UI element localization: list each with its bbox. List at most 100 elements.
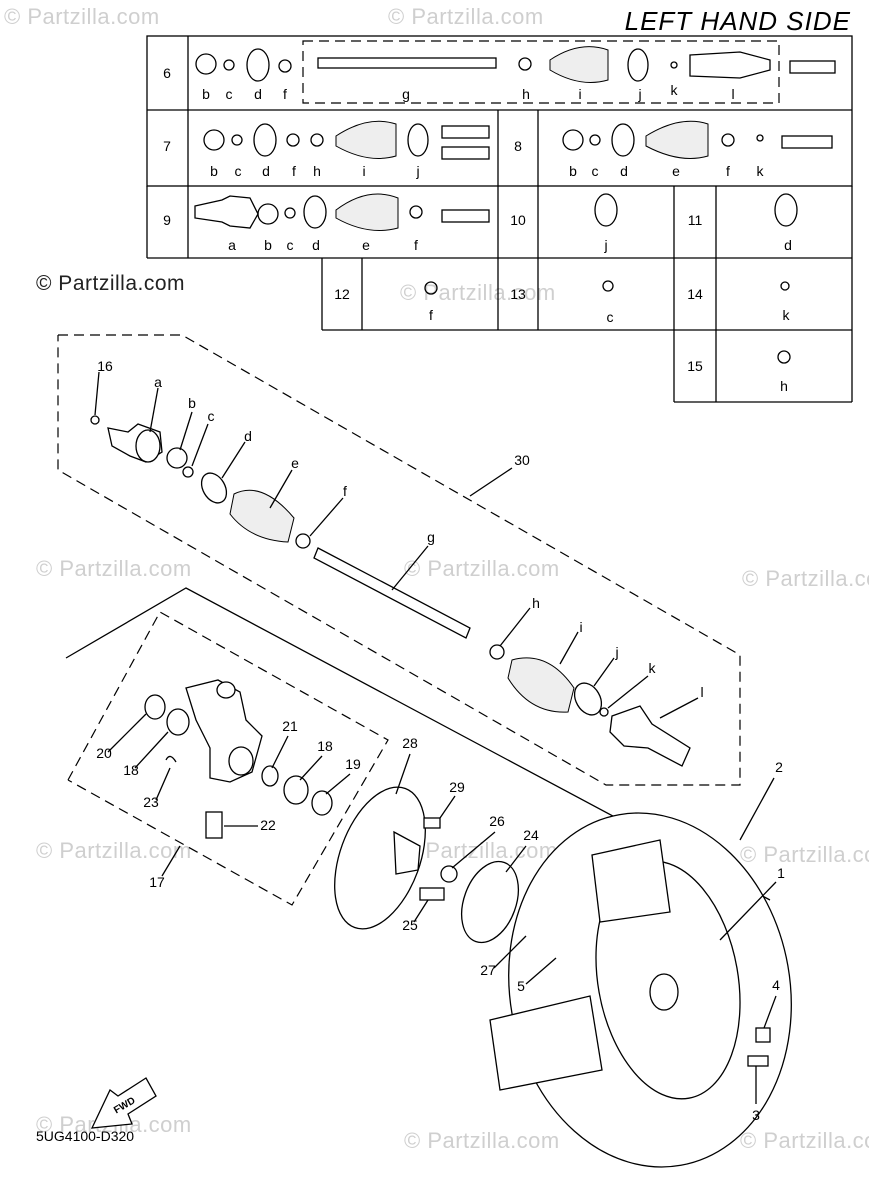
part-letter: d xyxy=(620,163,628,179)
part-letter: d xyxy=(312,237,320,253)
part-letter: l xyxy=(731,86,734,102)
callout-a: a xyxy=(154,374,162,390)
row-number: 7 xyxy=(163,138,171,154)
part-letter: d xyxy=(262,163,270,179)
row-number: 11 xyxy=(688,212,703,228)
callout-24: 24 xyxy=(523,827,539,843)
watermark: © Partzilla.com xyxy=(740,842,869,867)
callout-16: 16 xyxy=(97,358,113,374)
callout-17: 17 xyxy=(149,874,165,890)
callout-21: 21 xyxy=(282,718,298,734)
row-number: 14 xyxy=(687,286,703,302)
part-letter: a xyxy=(228,237,236,253)
watermark-dark: © Partzilla.com xyxy=(36,272,186,295)
callout-23: 23 xyxy=(143,794,159,810)
part-letter: d xyxy=(254,86,262,102)
callout-1: 1 xyxy=(777,865,785,881)
part-letter: c xyxy=(607,309,614,325)
part-letter: h xyxy=(522,86,530,102)
row-number: 10 xyxy=(510,212,526,228)
callout-29: 29 xyxy=(449,779,465,795)
callout-19: 19 xyxy=(345,756,361,772)
row-number: 15 xyxy=(687,358,703,374)
part-letter: f xyxy=(726,163,730,179)
callout-l: l xyxy=(700,684,703,700)
row-number: 13 xyxy=(510,286,526,302)
part-letter: h xyxy=(313,163,321,179)
callout-h: h xyxy=(532,595,540,611)
drive-shaft-parts xyxy=(90,415,691,767)
part-letter: c xyxy=(592,163,599,179)
knuckle-parts xyxy=(144,679,333,839)
part-letter: b xyxy=(202,86,210,102)
callout-2: 2 xyxy=(775,759,783,775)
part-letter: j xyxy=(415,163,419,179)
part-letter: k xyxy=(783,307,791,323)
watermark: © Partzilla.com xyxy=(4,4,160,29)
part-letter: j xyxy=(637,86,641,102)
diagram-title: LEFT HAND SIDE xyxy=(624,6,851,36)
kit-10-15-parts xyxy=(424,193,798,364)
diagram-code: 5UG4100-D320 xyxy=(36,1128,135,1144)
part-letter: j xyxy=(603,237,607,253)
part-letter: f xyxy=(292,163,296,179)
callout-3: 3 xyxy=(752,1107,760,1123)
kit-table-labels: 6 7 8 9 10 11 12 13 14 15 b c d f g h i … xyxy=(163,65,792,394)
kit-7-8-9-parts xyxy=(194,120,833,231)
part-letter: e xyxy=(362,237,370,253)
fwd-arrow-icon: FWD xyxy=(90,1077,157,1129)
row-number: 8 xyxy=(514,138,522,154)
watermark: © Partzilla.com xyxy=(404,1128,560,1153)
part-letter: d xyxy=(784,237,792,253)
part-letter: b xyxy=(264,237,272,253)
knuckle-assembly-outline xyxy=(65,587,771,906)
brake-disc-and-hub xyxy=(334,786,581,965)
part-letter: g xyxy=(402,86,410,102)
callout-k: k xyxy=(649,660,657,676)
watermark: © Partzilla.com xyxy=(740,1128,869,1153)
part-letter: e xyxy=(672,163,680,179)
leader-lines xyxy=(94,371,699,719)
part-letter: c xyxy=(226,86,233,102)
callouts: 16 a b c d e f 30 g h i j k l 20 18 23 2… xyxy=(96,358,785,1123)
callout-b: b xyxy=(188,395,196,411)
watermark: © Partzilla.com xyxy=(402,838,558,863)
row-number: 9 xyxy=(163,212,171,228)
callout-i: i xyxy=(579,619,582,635)
part-letter: h xyxy=(780,378,788,394)
row-number: 6 xyxy=(163,65,171,81)
watermark: © Partzilla.com xyxy=(742,566,869,591)
callout-4: 4 xyxy=(772,977,780,993)
callout-22: 22 xyxy=(260,817,276,833)
watermark: © Partzilla.com xyxy=(36,556,192,581)
callout-5: 5 xyxy=(517,978,525,994)
callout-f: f xyxy=(343,483,347,499)
drive-shaft-assembly-outline xyxy=(57,334,741,786)
part-letter: b xyxy=(569,163,577,179)
row-number: 12 xyxy=(334,286,350,302)
callout-28: 28 xyxy=(402,735,418,751)
wheel-and-tire xyxy=(489,812,792,1168)
part-letter: k xyxy=(671,82,679,98)
callout-18: 18 xyxy=(123,762,139,778)
kit-table xyxy=(146,35,853,403)
watermark: © Partzilla.com xyxy=(388,4,544,29)
callout-g: g xyxy=(427,529,435,545)
part-letter: f xyxy=(414,237,418,253)
kit-6-parts xyxy=(195,46,836,83)
callout-26: 26 xyxy=(489,813,505,829)
part-letter: c xyxy=(287,237,294,253)
watermark: © Partzilla.com xyxy=(404,556,560,581)
part-letter: i xyxy=(578,86,581,102)
part-letter: c xyxy=(235,163,242,179)
part-letter: i xyxy=(362,163,365,179)
callout-27: 27 xyxy=(480,962,496,978)
part-letter: k xyxy=(757,163,765,179)
callout-leaders xyxy=(107,713,777,1104)
callout-20: 20 xyxy=(96,745,112,761)
watermark: © Partzilla.com xyxy=(36,838,192,863)
callout-d: d xyxy=(244,428,252,444)
callout-c: c xyxy=(208,408,215,424)
callout-18: 18 xyxy=(317,738,333,754)
